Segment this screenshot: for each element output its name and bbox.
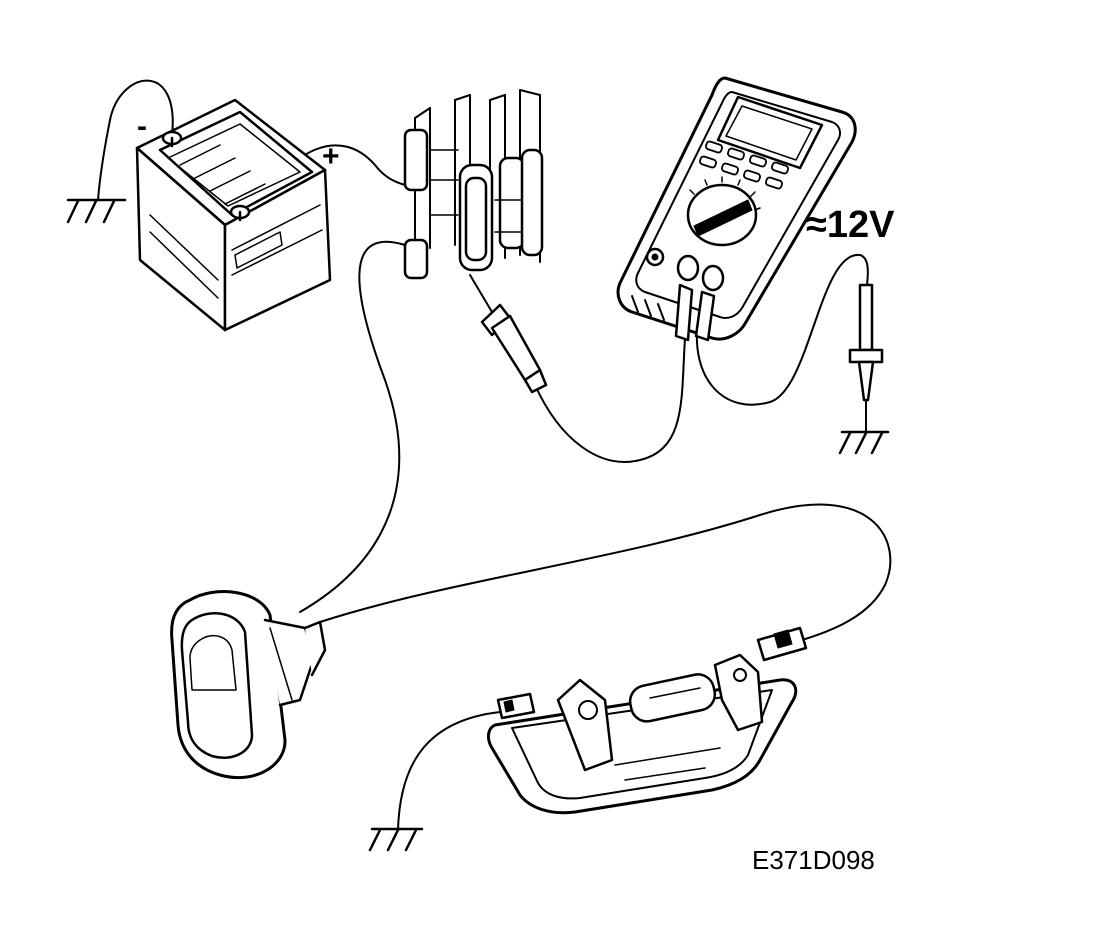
lamp-housing [486,626,808,815]
battery [135,98,332,332]
battery-negative-label: - [137,110,147,143]
meter-display [716,95,824,170]
test-probe-ground [848,283,884,433]
switch-to-lamp-wire [319,503,892,641]
ground-symbol-battery [66,198,127,224]
festoon-bulb [628,673,717,723]
probe-to-meter-wire [534,324,687,463]
rocker-switch [170,590,327,780]
ground-symbol-lamp [368,827,424,852]
lamp-connector-left [496,692,536,720]
ground-symbol-meter [838,430,890,455]
figure-code-label: E371D098 [752,845,875,875]
meter-jack-v [676,254,700,282]
meter-to-ground-probe-wire [695,253,869,406]
voltage-reading-label: ≈12V [806,204,895,246]
fuse-box [403,89,544,280]
battery-positive-label: + [322,140,340,173]
test-probe-red [469,274,548,394]
fusebox-to-switch-wire [299,240,406,613]
battery-negative-wire [97,79,174,201]
meter-buttons [699,140,789,190]
multimeter [616,76,857,342]
lamp-ground-wire [397,711,501,831]
